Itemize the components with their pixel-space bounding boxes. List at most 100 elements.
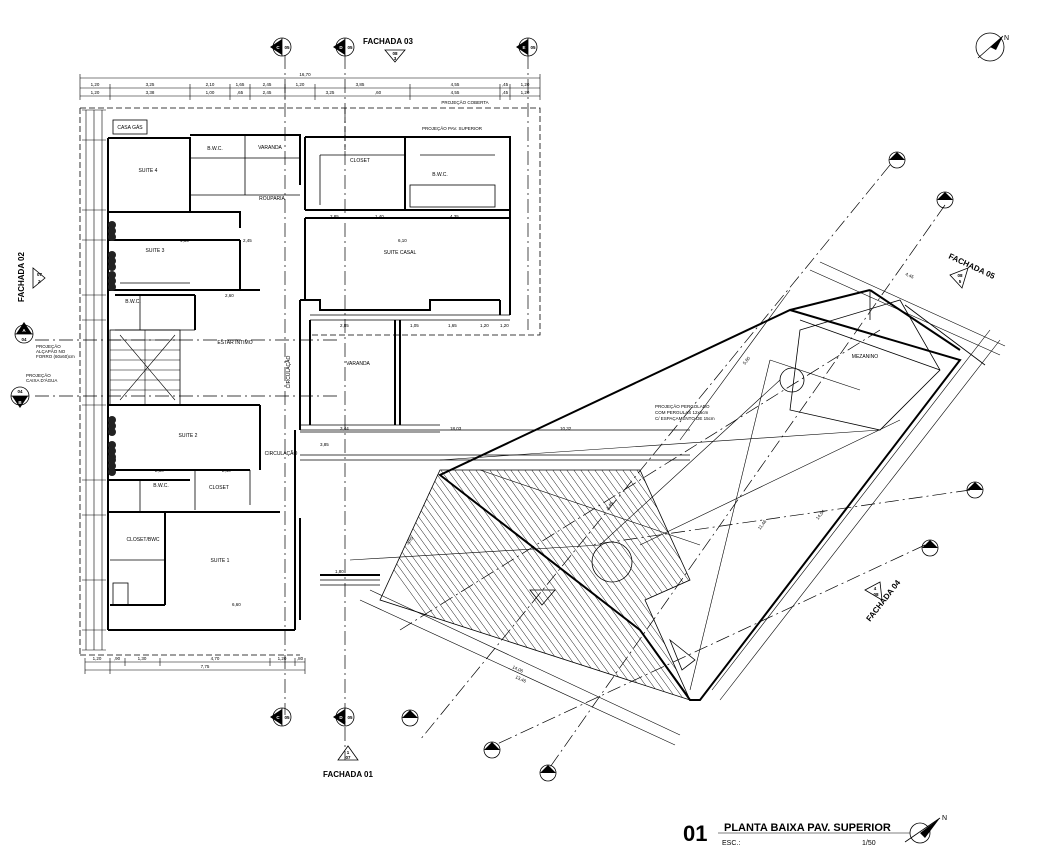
hedge-shrub — [108, 422, 116, 430]
room-wc2: B.W.C. — [432, 172, 448, 178]
dim-angled-1: 14,06 — [512, 664, 525, 674]
dim-top-r2-6: ,60 — [375, 90, 382, 95]
hedge-shrub — [108, 468, 116, 476]
dim-angled-2: 13,46 — [515, 674, 528, 684]
section-marker-a: A 04 — [14, 322, 34, 344]
dim-int-16: 1,20 — [480, 323, 489, 328]
note-caixa-2: CAIXA D'ÁGUA — [26, 377, 57, 383]
svg-text:04: 04 — [17, 389, 23, 394]
deck-hatch-line — [734, 440, 944, 730]
deck-hatch-line — [523, 470, 690, 700]
deck-hatch-line — [692, 440, 902, 730]
dim-int-9: 2,40 — [222, 468, 231, 473]
hedge-shrub — [108, 416, 116, 424]
dim-top-r1-9: 1,20 — [521, 82, 530, 87]
svg-text:05: 05 — [284, 715, 290, 720]
section-marker-wing-3 — [966, 481, 984, 499]
deck-hatch-line — [558, 470, 690, 700]
note-alcapao-1: PROJEÇÃO — [36, 343, 61, 349]
dim-angled-8: 3,65 — [405, 535, 415, 545]
deck-hatch-line — [741, 440, 951, 730]
dim-top-r2-8: ,45 — [502, 90, 509, 95]
room-labels: CASA GÁS SUITE 4 B.W.C. VARANDA ROUPARIA… — [112, 119, 879, 564]
deck-hatch-line — [727, 440, 937, 730]
deck-hatch-line — [572, 470, 690, 700]
deck-hatch-line — [488, 470, 690, 700]
svg-text:A: A — [22, 328, 26, 333]
deck-hatch-line — [762, 440, 972, 730]
svg-text:05: 05 — [347, 715, 353, 720]
deck-hatch-line — [474, 470, 686, 700]
dim-top-r2-4: 2,45 — [263, 90, 272, 95]
dim-top-total: 16,70 — [299, 72, 311, 77]
hedge-shrub — [108, 263, 116, 271]
hedge-shrub — [108, 277, 116, 285]
dim-int-4: 6,10 — [398, 238, 407, 243]
room-suite3: SUITE 3 — [146, 248, 165, 254]
facade-02-ref-bottom: 2 — [38, 279, 41, 284]
walls-master-block — [300, 136, 511, 433]
dim-int-12: 1,80 — [335, 569, 344, 574]
deck-hatch-line — [663, 470, 690, 700]
note-pergolado-2: COM PERGULAS 12x6cm — [655, 410, 709, 415]
notes: PROJEÇÃO COBERTA PROJEÇÃO PAV. SUPERIOR … — [26, 99, 751, 607]
hedge-shrub — [108, 428, 116, 436]
facade-03-ref-bottom: 3 — [394, 56, 397, 61]
dim-pergola-2: 10,32 — [560, 426, 572, 431]
facade-05-ref-top: 08 — [957, 273, 963, 278]
deck-hatch-line — [684, 470, 690, 700]
room-wc3: B.W.C. — [125, 299, 141, 305]
deck-hatch-line — [600, 470, 690, 700]
svg-text:D: D — [339, 715, 343, 720]
walls-left-block — [107, 134, 320, 631]
facade-02-ref-top: 07 — [37, 272, 43, 277]
grid-axes — [35, 55, 971, 771]
dim-pergola-1: 18,03 — [450, 426, 462, 431]
dim-top-r1-1: 3,25 — [146, 82, 155, 87]
deck-hatch-line — [481, 470, 690, 700]
deck-hatch-line — [755, 440, 965, 730]
svg-text:E: E — [522, 45, 525, 50]
facade-04-label: FACHADA 04 — [864, 578, 902, 623]
dim-top-r1-6: 3,85 — [356, 82, 365, 87]
dim-int-5: 2,85 — [330, 214, 339, 219]
dim-int-6: 1,40 — [375, 214, 384, 219]
note-pergolado-1: PROJEÇÃO PERGOLADO — [655, 403, 710, 409]
dim-top-r2-3: ,65 — [237, 90, 244, 95]
facade-05-label: FACHADA 05 — [947, 252, 997, 281]
room-wc4: B.W.C. — [153, 483, 169, 489]
deck-hatch-line — [670, 470, 690, 700]
hedge-shrub — [108, 271, 116, 279]
connector-walkway — [300, 429, 690, 586]
deck-hatch-line — [748, 440, 958, 730]
svg-text:04: 04 — [21, 337, 27, 342]
deck-hatch-line — [586, 470, 690, 700]
dim-bot-r1-4: 1,20 — [278, 656, 287, 661]
dim-int-13: 2,85 — [340, 323, 349, 328]
svg-text:C: C — [276, 45, 280, 50]
deck-hatch-line — [579, 470, 690, 700]
room-estar: ESTAR ÍNTIMO — [217, 339, 252, 346]
room-closet1: CLOSET — [350, 158, 370, 164]
room-closet2: CLOSET — [209, 485, 229, 491]
deck-hatch-line — [530, 470, 690, 700]
hedge-shrub — [108, 233, 116, 241]
deck-hatch-line — [776, 440, 986, 730]
facade-03-ref-top: 08 — [392, 51, 398, 56]
dim-int-7: 4,35 — [450, 214, 459, 219]
deck-hatch-line — [551, 470, 690, 700]
dim-int-15: 1,65 — [448, 323, 457, 328]
deck-hatch-line — [656, 470, 690, 700]
dim-bot-r1-1: ,90 — [114, 656, 121, 661]
hedge-shrub — [108, 251, 116, 259]
deck-hatch-line — [495, 470, 690, 700]
room-circ2: CIRCULAÇÃO — [265, 450, 298, 457]
deck-hatch-line — [467, 470, 679, 700]
room-mezanino: MEZANINO — [852, 354, 879, 360]
deck-hatch-line — [593, 470, 690, 700]
deck-hatch-line — [460, 470, 672, 700]
room-suite4: SUITE 4 — [139, 168, 158, 174]
dim-int-11: 3,85 — [320, 442, 329, 447]
dim-top-r1-0: 1,20 — [91, 82, 100, 87]
